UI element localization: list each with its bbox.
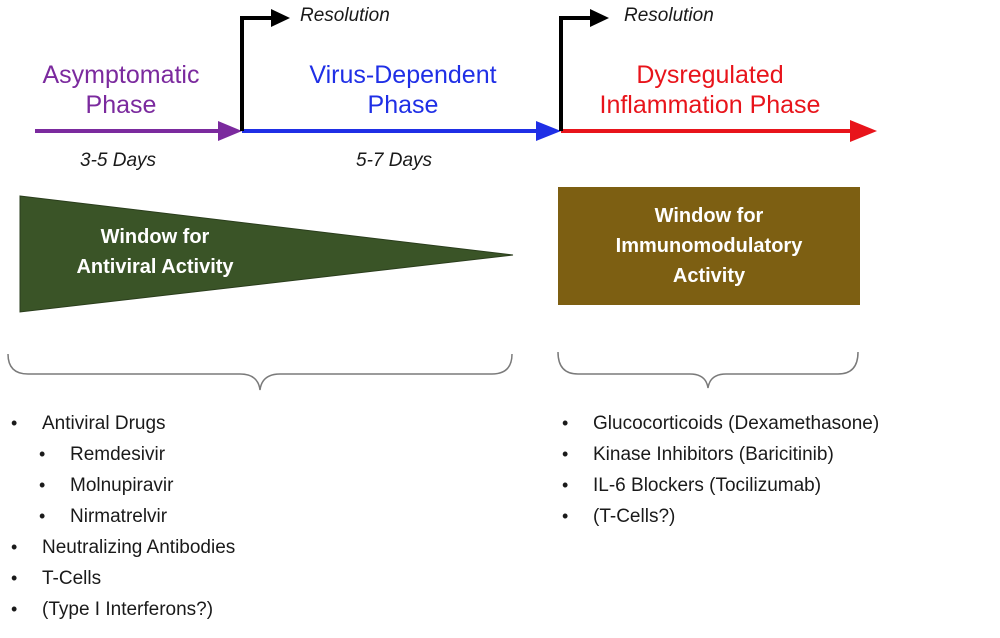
resolution-arrow-2 bbox=[559, 16, 594, 131]
asymptomatic-phase-line2: Phase bbox=[85, 91, 157, 119]
inflammation-arrowhead bbox=[850, 120, 877, 142]
immunomodulatory-agents-list: Glucocorticoids (Dexamethasone) Kinase I… bbox=[562, 408, 879, 532]
immunomodulatory-window-line3: Activity bbox=[672, 265, 746, 287]
resolution-label-2: Resolution bbox=[624, 5, 714, 26]
inflammation-phase-line2: Inflammation Phase bbox=[599, 91, 821, 119]
list-item-molnupiravir: Molnupiravir bbox=[39, 470, 235, 501]
list-item-t-cells: T-Cells bbox=[11, 563, 235, 594]
list-item-il6-blockers: IL-6 Blockers (Tocilizumab) bbox=[562, 470, 879, 501]
list-item-glucocorticoids: Glucocorticoids (Dexamethasone) bbox=[562, 408, 879, 439]
list-item-remdesivir: Remdesivir bbox=[39, 439, 235, 470]
resolution-arrowhead-1 bbox=[271, 9, 290, 27]
list-item-t-cells-question: (T-Cells?) bbox=[562, 501, 879, 532]
list-item-neutralizing-antibodies: Neutralizing Antibodies bbox=[11, 532, 235, 563]
asymptomatic-arrowhead bbox=[218, 121, 242, 141]
duration-virus-dependent: 5-7 Days bbox=[356, 150, 433, 171]
antiviral-window-wedge bbox=[19, 195, 514, 313]
resolution-arrow-1 bbox=[240, 16, 275, 131]
antiviral-window-line1: Window for bbox=[100, 226, 210, 248]
asymptomatic-phase-label: Asymptomatic Phase bbox=[18, 60, 224, 120]
antiviral-agents-list: Antiviral Drugs Remdesivir Molnupiravir … bbox=[11, 408, 235, 625]
list-item-antiviral-drugs: Antiviral Drugs bbox=[11, 408, 235, 439]
virus-dependent-phase-label: Virus-Dependent Phase bbox=[270, 60, 536, 120]
list-item-kinase-inhibitors: Kinase Inhibitors (Baricitinib) bbox=[562, 439, 879, 470]
inflammation-phase-label: Dysregulated Inflammation Phase bbox=[560, 60, 860, 120]
antiviral-window-line2: Antiviral Activity bbox=[76, 256, 234, 278]
immunomodulatory-window-line2: Immunomodulatory bbox=[615, 235, 803, 257]
list-item-nirmatrelvir: Nirmatrelvir bbox=[39, 501, 235, 532]
inflammation-phase-line1: Dysregulated bbox=[636, 61, 784, 89]
list-item-type-i-interferons: (Type I Interferons?) bbox=[11, 594, 235, 625]
virus-dependent-arrowhead bbox=[536, 121, 561, 141]
asymptomatic-phase-line1: Asymptomatic bbox=[42, 61, 200, 89]
antiviral-window-label: Window for Antiviral Activity bbox=[20, 222, 290, 282]
resolution-arrowhead-2 bbox=[590, 9, 609, 27]
virus-dependent-phase-line2: Phase bbox=[367, 91, 439, 119]
immunomodulatory-brace bbox=[557, 351, 859, 389]
immunomodulatory-window-box bbox=[558, 187, 860, 305]
immunomodulatory-window-line1: Window for bbox=[654, 205, 764, 227]
immunomodulatory-window-label: Window for Immunomodulatory Activity bbox=[558, 201, 860, 291]
antiviral-brace bbox=[7, 353, 513, 391]
duration-asymptomatic: 3-5 Days bbox=[80, 150, 157, 171]
virus-dependent-phase-line1: Virus-Dependent bbox=[309, 61, 497, 89]
resolution-label-1: Resolution bbox=[300, 5, 390, 26]
